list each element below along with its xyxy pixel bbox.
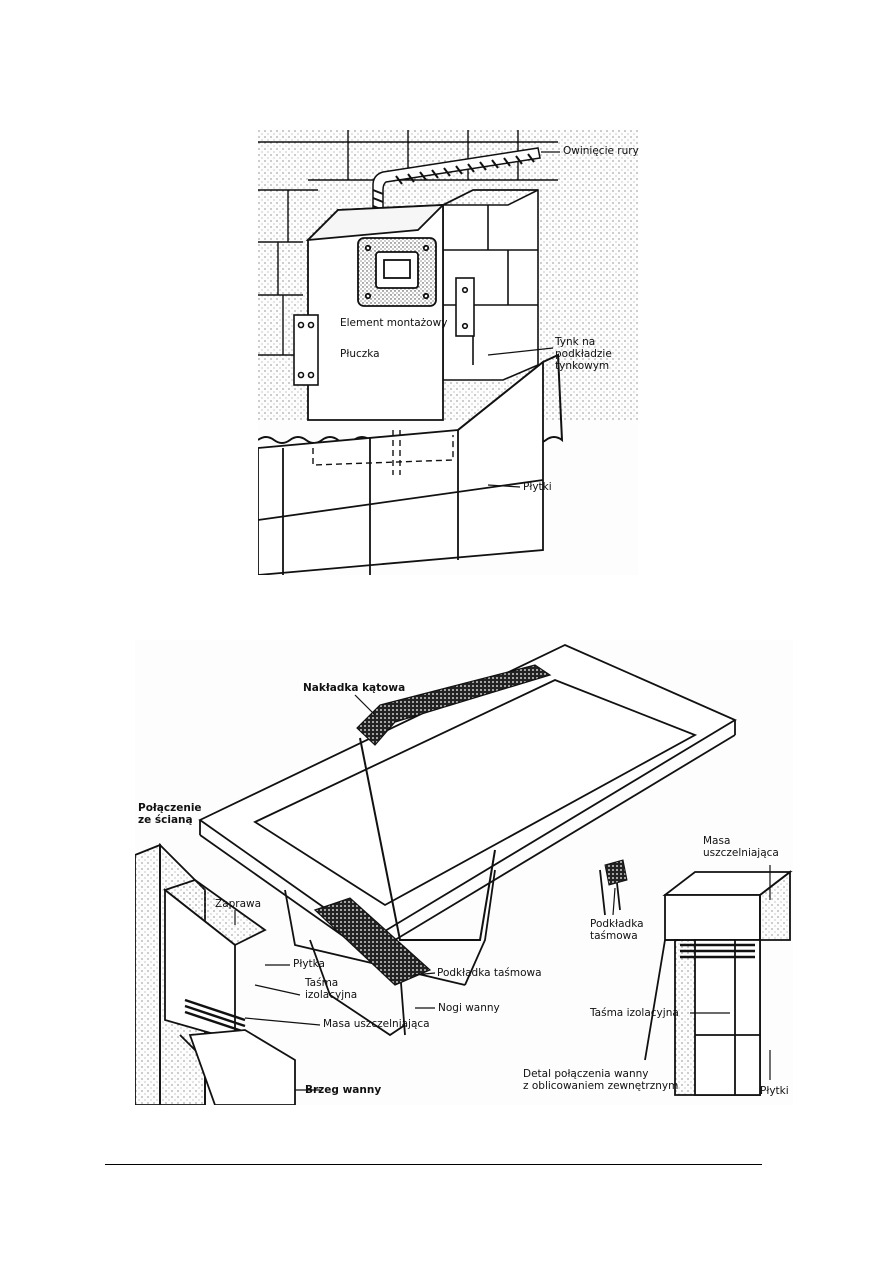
left-wall-detail bbox=[135, 842, 296, 1105]
label-tape-1: Taśma bbox=[305, 977, 339, 989]
label-tub-legs: Nogi wanny bbox=[438, 1002, 500, 1014]
tape-pad-right bbox=[604, 859, 628, 886]
label-corner-cap: Nakładka kątowa bbox=[303, 682, 406, 694]
label-tiles: Płytki bbox=[523, 481, 552, 493]
brackets bbox=[293, 277, 475, 386]
label-tiles-right: Płytki bbox=[760, 1085, 789, 1097]
cistern-body bbox=[305, 203, 446, 421]
label-detail-1: Detal połączenia wanny bbox=[523, 1068, 649, 1080]
label-sealant-right-1: Masa bbox=[703, 835, 731, 847]
label-mounting-element: Element montażowy bbox=[340, 317, 448, 329]
label-pipe-wrap: Owinięcie rury bbox=[563, 145, 639, 157]
tiles bbox=[258, 360, 544, 575]
label-plaster-3: tynkowym bbox=[555, 360, 610, 372]
label-tape-pad-right-1: Podkładka bbox=[590, 918, 644, 930]
footer-rule bbox=[105, 1164, 762, 1165]
label-detail-2: z oblicowaniem zewnętrznym bbox=[523, 1080, 679, 1092]
leader-lines bbox=[487, 151, 560, 488]
cistern-mounting-figure: Owinięcie rury Element montażowy Płuczka… bbox=[258, 130, 639, 575]
label-wall-connection-2: ze ścianą bbox=[138, 814, 193, 826]
label-mortar: Zaprawa bbox=[215, 898, 262, 910]
label-tub-edge: Brzeg wanny bbox=[305, 1084, 382, 1096]
label-plaster-1: Tynk na bbox=[555, 336, 596, 348]
label-cistern: Płuczka bbox=[340, 348, 380, 360]
bottom-leader-lines bbox=[159, 694, 771, 1091]
corner-cap bbox=[356, 664, 552, 746]
cistern-drawing bbox=[258, 130, 638, 575]
bathtub bbox=[198, 644, 737, 1037]
bathtub-drawing bbox=[135, 644, 793, 1105]
right-detail bbox=[644, 870, 793, 1096]
label-tape-right: Taśma izolacyjna bbox=[590, 1007, 679, 1019]
label-wall-connection-1: Połączenie bbox=[138, 802, 202, 814]
pipe bbox=[372, 147, 541, 226]
label-tape-pad-center: Podkładka taśmowa bbox=[437, 967, 542, 979]
label-tape-pad-right-2: taśmowa bbox=[590, 930, 638, 942]
label-plaster-2: podkładzie bbox=[555, 348, 612, 360]
label-sealant-right-2: uszczelniająca bbox=[703, 847, 779, 859]
bathtub-installation-figure: Nakładka kątowa Połączenie ze ścianą Zap… bbox=[135, 640, 793, 1105]
label-tile: Płytka bbox=[293, 958, 325, 970]
tape-pad-center bbox=[313, 897, 432, 986]
label-tape-2: izolacyjna bbox=[305, 989, 358, 1001]
label-sealant-left: Masa uszczelniająca bbox=[323, 1018, 430, 1030]
